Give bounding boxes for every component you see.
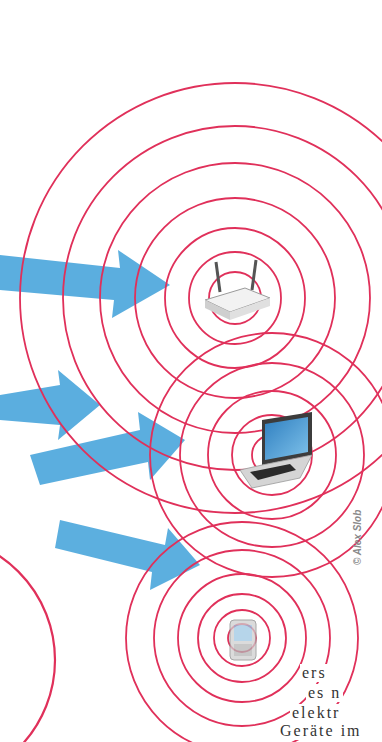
laptop-icon [240, 412, 312, 488]
partial-circle [0, 535, 55, 742]
phone-rings [126, 522, 358, 742]
router-icon [205, 260, 270, 320]
text-fragment: Geräte im [278, 722, 364, 740]
laptop-rings [150, 333, 382, 577]
router-rings [20, 83, 382, 513]
copyright-watermark: © Alex Slob [352, 510, 363, 565]
phone-icon [230, 620, 256, 660]
text-fragment: ers [300, 664, 329, 682]
text-fragment: elektr [290, 704, 342, 722]
text-fragment: es n [306, 684, 343, 702]
